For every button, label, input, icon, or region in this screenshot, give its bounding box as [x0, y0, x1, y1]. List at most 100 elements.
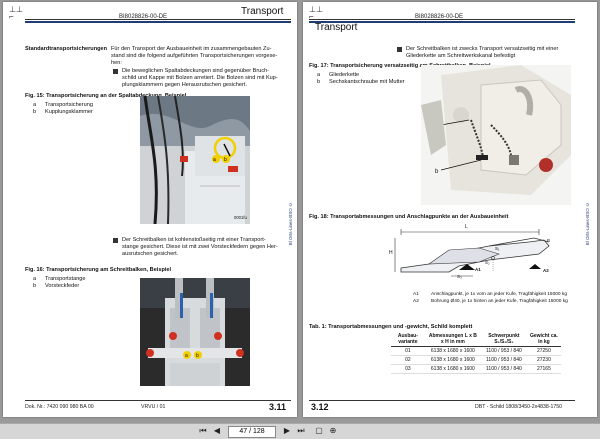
bullet1-line-3: plungsklammern gegen Herausrutschen gesi… — [122, 82, 247, 88]
last-page-icon[interactable]: ⏭ — [297, 426, 305, 435]
fig17-legend-a: Gliederkette — [329, 72, 360, 78]
table-cell: 01 — [391, 346, 425, 356]
table-row: 01 6138 x 1680 x 1600 1100 / 953 / 840 2… — [391, 346, 561, 356]
intro-line-2: stand sind die folgend aufgeführten Tran… — [111, 53, 278, 59]
fig18-caption: Fig. 18: Transportabmessungen und Anschl… — [309, 214, 509, 220]
dim-B: B — [547, 238, 551, 243]
fig15-photo: a b 0001fu — [140, 96, 250, 224]
table-cell: 1100 / 953 / 840 — [480, 364, 527, 374]
fig15-code: 0001fu — [234, 215, 247, 220]
bullet-icon — [397, 47, 402, 52]
a2-key: A2 — [413, 299, 419, 304]
fig17-legend-key-a: a — [317, 72, 321, 78]
fig17-photo: a b — [421, 65, 571, 205]
bullet1-line-1: Die beweglichen Spaltabdeckungen sind ge… — [122, 68, 270, 74]
fig15-legend-key-b: b — [33, 109, 37, 115]
dim-H: H — [389, 250, 393, 256]
header-bar — [309, 21, 575, 23]
table-cell: 6138 x 1680 x 1600 — [424, 346, 481, 356]
bullet2-line-3: ausrutschen gesichert. — [122, 251, 179, 257]
table-cell: 27250 — [526, 346, 561, 356]
intro-line-1: Für den Transport der Ausbaueinheit im z… — [111, 46, 272, 52]
dim-S1: S₁ — [495, 246, 500, 251]
bullet-icon — [113, 238, 118, 243]
first-page-icon[interactable]: ⏮ — [199, 426, 207, 435]
fig16-legend-b: Vorsteckfeder — [45, 283, 80, 289]
svg-text:a: a — [185, 353, 188, 359]
table-row: 03 6138 x 1680 x 1600 1100 / 953 / 840 2… — [391, 364, 561, 374]
fig18-drawing: L H S₁ S₂ S₃ A1 A2 B — [389, 224, 559, 284]
header-rule — [25, 19, 291, 20]
table-row: 02 6138 x 1680 x 1600 1100 / 953 / 840 2… — [391, 355, 561, 365]
page-number: 3.11 — [269, 402, 287, 412]
table-header: Schwerpunkt S₁/S₂/S₃ — [480, 332, 527, 347]
table-cell: 1100 / 953 / 840 — [480, 355, 527, 365]
bullet2-line-2: stange gesichert. Diese ist mit zwei Vor… — [122, 244, 278, 250]
dim-S2: S₂ — [485, 260, 490, 265]
svg-text:a: a — [213, 157, 216, 163]
table-header-row: Ausbau-variante Abmessungen L x B x H in… — [391, 332, 561, 347]
intro-line-3: hen: — [111, 60, 122, 66]
zoom-icon[interactable]: ⊕ — [329, 426, 337, 435]
fig15-caption: Fig. 15: Transportsicherung an der Spalt… — [25, 93, 187, 99]
doc-code: BI8028826-00-DE — [119, 14, 168, 20]
table-cell: 6138 x 1680 x 1600 — [424, 364, 481, 374]
table-caption: Tab. 1: Transportabmessungen und -gewich… — [309, 324, 473, 330]
page-number: 3.12 — [311, 402, 329, 412]
fig16-caption: Fig. 16: Transportsicherung am Schreitba… — [25, 267, 172, 273]
bullet2-line-1: Der Schreitbalken ist kohlenstoßseitig m… — [122, 237, 266, 243]
bullet1-line-2: Gliederkette am Schreitwerkskanal befest… — [406, 53, 516, 59]
fig17-legend-key-b: b — [317, 79, 321, 85]
sidebar-text: Bl Orts-Lines-BSO © — [288, 202, 293, 246]
page-title: Transport — [315, 22, 358, 33]
page-left: ⊥⊥⌐ BI8028826-00-DE Transport Standardtr… — [3, 2, 297, 417]
bullet1-line-1: Der Schreitbalken ist zwecks Transport v… — [406, 46, 559, 52]
footer-ver: VRVU / 01 — [141, 404, 166, 410]
page-number-input[interactable]: 47 / 128 — [228, 426, 276, 438]
fig17-caption: Fig. 17: Transportsicherung versatzseiti… — [309, 63, 491, 69]
sidebar-text: Bl Orts-Lines-BSO © — [585, 202, 590, 246]
svg-text:b: b — [224, 157, 227, 163]
bullet1-line-2: schild und Kappe mit Bolzen arretiert. D… — [122, 75, 278, 81]
dim-L: L — [465, 224, 468, 230]
table-cell: 27165 — [526, 364, 561, 374]
footer-rule — [309, 400, 575, 401]
table-cell: 27230 — [526, 355, 561, 365]
table-header: Gewicht ca. in kg — [526, 332, 561, 347]
table-header: Abmessungen L x B x H in mm — [424, 332, 481, 347]
table-cell: 1100 / 953 / 840 — [480, 346, 527, 356]
fig17-legend-b: Sechskantschraube mit Mutter — [329, 79, 405, 85]
fig16-legend-a: Transportstange — [45, 276, 86, 282]
fig15-legend-b: Kupplungsklammer — [45, 109, 93, 115]
spec-table: Ausbau-variante Abmessungen L x B x H in… — [391, 332, 561, 374]
footer-doc: DBT - Schild 1808/3450-2x4838-1750 — [475, 404, 562, 410]
fig16-legend-key-b: b — [33, 283, 37, 289]
logo-icon: ⊥⊥⌐ — [309, 5, 323, 21]
page-right: ⊥⊥⌐ BI8028826-00-DE Transport Der Schrei… — [303, 2, 597, 417]
page-icon[interactable]: ▢ — [315, 426, 323, 435]
dim-S3: S₃ — [457, 274, 462, 279]
fig15-legend-key-a: a — [33, 102, 37, 108]
prev-page-icon[interactable]: ◀ — [213, 426, 221, 435]
a1-key: A1 — [413, 292, 419, 297]
point-A1: A1 — [475, 267, 481, 272]
svg-text:b: b — [196, 353, 199, 359]
table-header: Ausbau-variante — [391, 332, 425, 347]
point-A2: A2 — [543, 268, 549, 273]
table-cell: 02 — [391, 355, 425, 365]
bullet-icon — [113, 69, 118, 74]
fig15-legend-a: Transportsicherung — [45, 102, 93, 108]
table-cell: 03 — [391, 364, 425, 374]
page-title: Transport — [241, 6, 284, 17]
svg-text:b: b — [435, 169, 439, 175]
next-page-icon[interactable]: ▶ — [283, 426, 291, 435]
fig16-legend-key-a: a — [33, 276, 37, 282]
table-cell: 6138 x 1680 x 1600 — [424, 355, 481, 365]
doc-code: BI8028826-00-DE — [415, 14, 464, 20]
page-nav-toolbar: ⏮ ◀ 47 / 128 ▶ ⏭ ▢ ⊕ — [0, 423, 600, 439]
a1-text: Anschlagpunkt, je 1x vorn an jeder Kufe,… — [431, 292, 567, 297]
section-label: Standardtransportsicherungen — [25, 46, 108, 52]
logo-icon: ⊥⊥⌐ — [9, 5, 23, 21]
footer-rule — [25, 400, 291, 401]
